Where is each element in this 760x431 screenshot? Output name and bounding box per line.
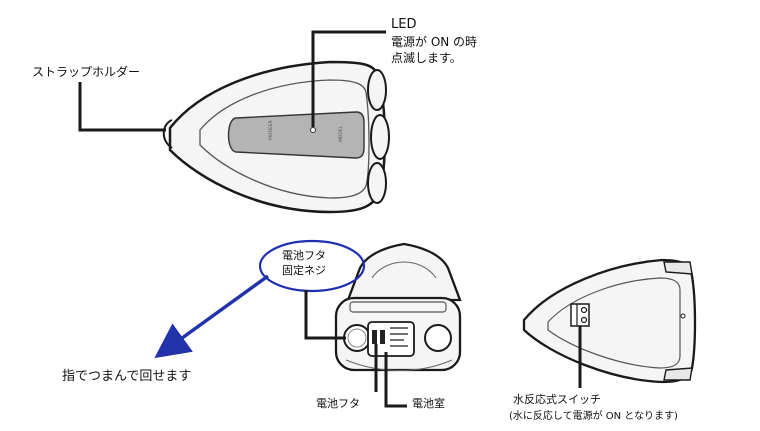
rear-round-port (424, 324, 452, 352)
device-rear-ledge (349, 301, 447, 313)
water-switch-contact (580, 306, 588, 314)
device-top-bump (367, 162, 387, 204)
device-front-view: PIONEER MODEL (162, 60, 390, 214)
led-description-line2: 点滅します。 (391, 51, 462, 65)
battery-compartment-label: 電池室 (412, 397, 445, 410)
panel-print-left: PIONEER (268, 120, 274, 140)
device-side-view (522, 258, 697, 384)
device-side-bump (663, 261, 693, 275)
device-rear-view (334, 242, 462, 372)
turn-with-fingers-label: 指でつまんで回せます (62, 369, 192, 384)
water-switch-label-line2: (水に反応して電源が ON となります) (509, 411, 678, 422)
screw-leader-line (304, 290, 346, 340)
battery-cover-inner (347, 328, 367, 348)
led-panel (227, 111, 365, 159)
screw-callout-ellipse (258, 239, 366, 293)
strap-leader-line (78, 82, 166, 132)
device-rear-dome (346, 242, 462, 302)
led-description-line1: 電源が ON の時 (391, 35, 478, 49)
rear-bottom-edge (345, 359, 453, 371)
battery-compartment-leader-line (384, 352, 407, 408)
led-indicator (310, 127, 316, 133)
battery-slot (372, 330, 377, 344)
water-switch (570, 303, 590, 327)
strap-holder-label: ストラップホルダー (32, 65, 141, 79)
device-side-bump (663, 367, 693, 381)
side-screw-hole (680, 313, 686, 319)
strap-holder (162, 119, 173, 149)
device-side-body (522, 258, 697, 384)
device-top-inner-contour (199, 79, 370, 199)
device-top-bump (370, 114, 390, 160)
battery-cover-screw-label-line1: 電池フタ (282, 249, 326, 262)
panel-print-right: MODEL (338, 125, 344, 142)
device-rear-dome-ridge (371, 261, 437, 279)
device-side-inner-contour (547, 277, 681, 369)
battery-cover-screw-label-line2: 固定ネジ (282, 264, 326, 277)
led-title: LED (391, 17, 417, 32)
led-leader-line (311, 30, 386, 127)
battery-cover-label: 電池フタ (316, 397, 360, 410)
turn-arrow (154, 274, 270, 359)
water-switch-label-line1: 水反応式スイッチ (513, 393, 601, 406)
device-top-bump (367, 69, 387, 111)
battery-slot (380, 330, 385, 344)
water-switch-contact (580, 316, 588, 324)
battery-compartment (367, 321, 415, 357)
